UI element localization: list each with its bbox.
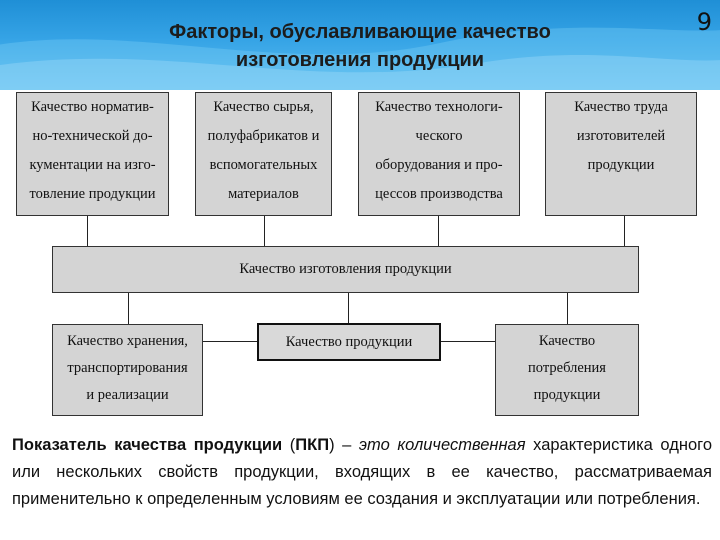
factor-equipment-line-2: ческого [415,128,463,144]
header-wave-decoration [0,27,720,90]
storage-quality-line-1: Качество хранения, [67,333,188,349]
factor-labor-line-2: изготовителей [576,128,666,144]
manufacturing-quality-box: Качество изготовления продукции [52,246,639,293]
page-number: 9 [696,8,712,36]
storage-quality-box: Качество хранения, транспортирования и р… [52,324,203,416]
consumption-quality-line-1: Качество [538,333,596,349]
factor-documentation-line-2: но-технической до- [32,128,153,144]
connector-to-product [348,293,349,324]
definition-text-rest: характеристика одного или нескольких сво… [12,436,712,508]
product-quality-box: Качество продукции [257,323,441,361]
consumption-quality-line-3: продукции [533,387,601,403]
factor-documentation-line-4: товление продукции [29,186,156,202]
factor-equipment-line-3: оборудования и про- [375,157,503,173]
connector-documentation [87,216,88,246]
factor-materials-line-1: Качество сырья, [213,99,314,115]
factor-documentation-line-3: кументации на изго- [29,157,156,173]
storage-quality-line-2: транспортирования [67,360,188,376]
definition-abbr-open: ( [282,436,296,454]
factor-box-documentation: Качество норматив- но-технической до- ку… [16,92,169,216]
factor-labor-line-3: продукции [587,157,655,173]
definition-abbr: ПКП [295,436,330,454]
product-quality-label: Качество продукции [285,334,413,350]
connector-labor [624,216,625,246]
factor-equipment-line-1: Качество технологи- [375,99,503,115]
definition-term: Показатель качества продукции [12,436,283,454]
slide-header: Факторы, обуславливающие качество изгото… [0,0,720,90]
consumption-quality-line-2: потребления [528,360,606,376]
factor-labor-line-1: Качество труда [574,99,668,115]
factor-equipment-line-4: цессов производства [375,186,503,202]
connector-to-storage [128,293,129,324]
connector-equipment [438,216,439,246]
consumption-quality-box: Качество потребления продукции [495,324,639,416]
factor-box-materials: Качество сырья, полуфабрикатов и вспомог… [195,92,332,216]
factor-materials-line-4: материалов [228,186,299,202]
definition-abbr-close: ) – [329,436,359,454]
connector-storage-product [203,341,257,342]
connector-product-consumption [441,341,495,342]
slide-title-line-2: изготовления продукции [235,49,485,71]
factor-box-labor: Качество труда изготовителей продукции [545,92,697,216]
connector-materials [264,216,265,246]
definition-paragraph: Показатель качества продукции (ПКП) – эт… [12,432,712,513]
slide-title: Факторы, обуславливающие качество изгото… [0,18,720,74]
slide-title-line-1: Факторы, обуславливающие качество [169,21,551,43]
definition-text-start: это количественная [358,436,526,454]
factor-documentation-line-1: Качество норматив- [31,99,154,115]
connector-to-consumption [567,293,568,324]
factor-box-equipment: Качество технологи- ческого оборудования… [358,92,520,216]
factor-materials-line-2: полуфабрикатов и [207,128,320,144]
factor-materials-line-3: вспомогательных [209,157,318,173]
storage-quality-line-3: и реализации [86,387,169,403]
manufacturing-quality-label: Качество изготовления продукции [239,261,452,277]
